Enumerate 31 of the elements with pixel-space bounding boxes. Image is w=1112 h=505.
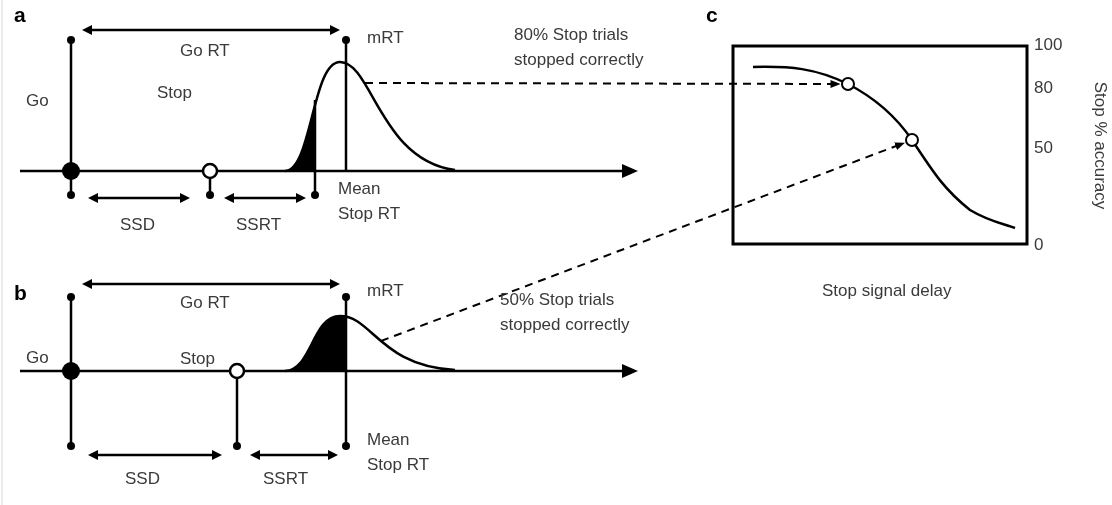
- event-label: Stop: [180, 348, 215, 370]
- dashed-arrow: [364, 79, 841, 88]
- time-label: mRT: [367, 27, 404, 49]
- event-label: Go: [26, 90, 49, 112]
- interval-label: SSRT: [263, 468, 309, 490]
- interval-label: Go RT: [180, 292, 230, 314]
- time-label: Mean Stop RT: [367, 429, 431, 476]
- annotation-text: 50% Stop trials stopped correctly: [500, 289, 631, 336]
- panel-letter: c: [706, 2, 718, 27]
- distribution-curve: [283, 312, 457, 374]
- event-label: Stop: [157, 82, 192, 104]
- event-label: Go: [26, 347, 49, 369]
- tick-label: 80: [1034, 77, 1053, 99]
- data-point-marker: [905, 133, 919, 147]
- interval-label: SSD: [120, 214, 155, 236]
- time-label: Mean Stop RT: [338, 178, 402, 225]
- annotation-text: 80% Stop trials stopped correctly: [514, 24, 645, 71]
- tick-label: 50: [1034, 137, 1053, 159]
- panel-letter: a: [14, 2, 26, 27]
- dashed-arrow: [380, 142, 906, 342]
- interval-label: SSRT: [236, 214, 282, 236]
- time-label: mRT: [367, 280, 404, 302]
- distribution-curve: [283, 58, 457, 174]
- panel-letter: b: [14, 280, 27, 305]
- tick-label: 0: [1034, 234, 1044, 256]
- interval-label: SSD: [125, 468, 160, 490]
- tick-label: 100: [1034, 34, 1063, 56]
- axis-title: Stop signal delay: [822, 280, 952, 302]
- interval-label: Go RT: [180, 40, 230, 62]
- axis-title: Stop % accuracy: [1089, 80, 1111, 212]
- data-point-marker: [841, 77, 855, 91]
